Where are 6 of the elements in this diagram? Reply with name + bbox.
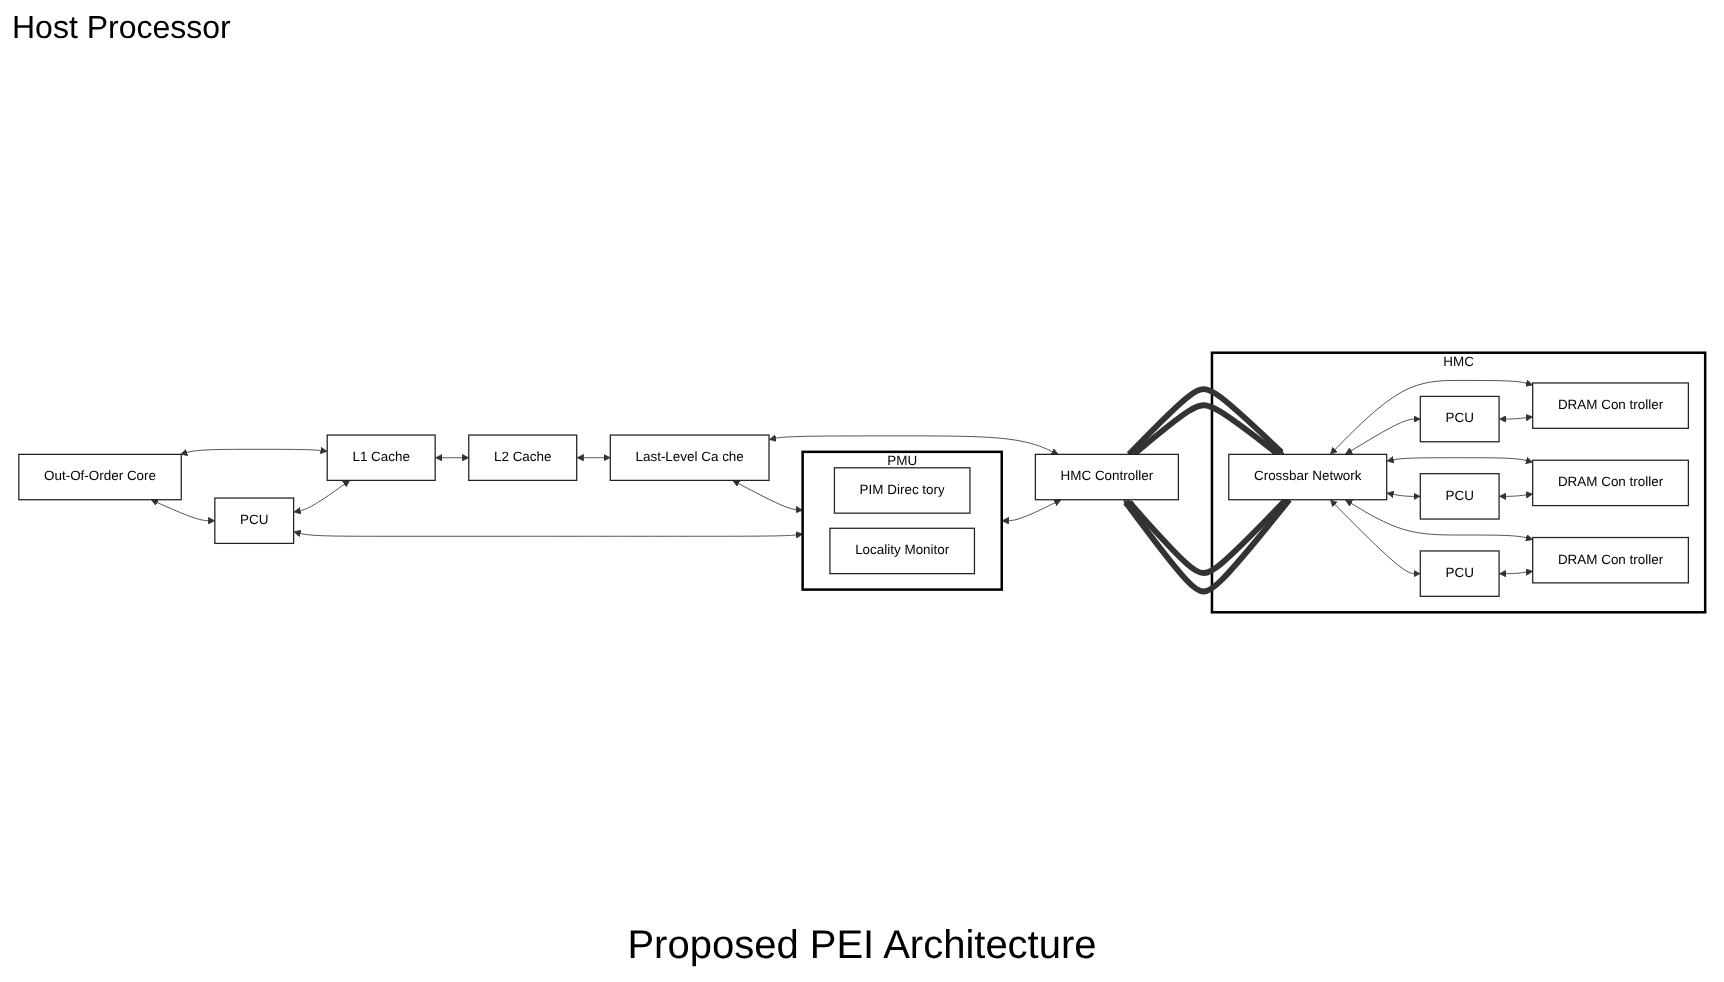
arrow bbox=[1126, 385, 1285, 456]
arrow bbox=[1123, 497, 1292, 594]
arrow bbox=[1132, 401, 1279, 457]
arrow bbox=[1126, 497, 1288, 576]
caption: Proposed PEI Architecture bbox=[627, 924, 1097, 970]
section-heading: Host Processor bbox=[12, 12, 231, 46]
